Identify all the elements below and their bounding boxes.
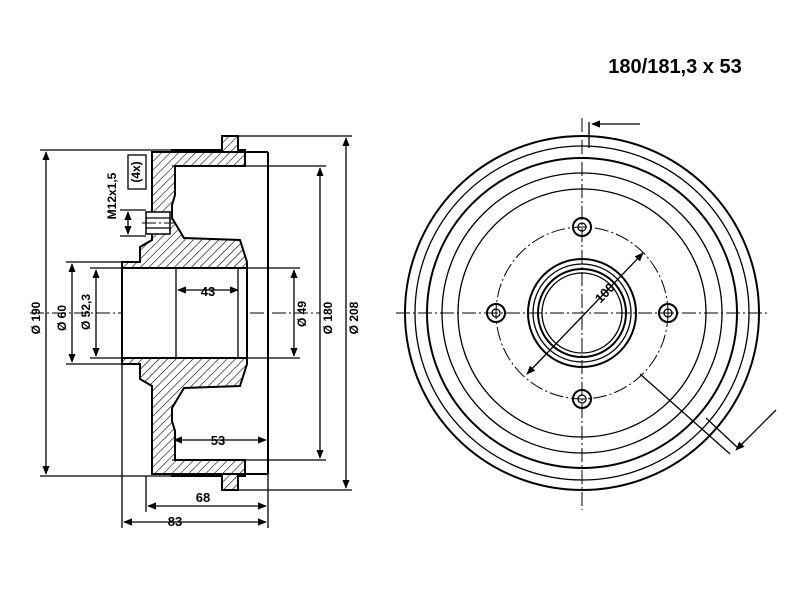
width-indicator-bottom	[639, 373, 777, 455]
dim-w43-label: 43	[201, 284, 215, 299]
dim-d49-label: Ø 49	[295, 301, 309, 327]
dim-w83-label: 83	[168, 514, 182, 529]
bolt-hole-bottom	[572, 389, 592, 409]
bolt-hole-top	[572, 217, 592, 237]
bolt-circle	[495, 226, 669, 400]
bolt-holes	[486, 217, 678, 409]
threaded-hole	[142, 211, 176, 235]
thread-count-label: (4x)	[129, 161, 143, 182]
lower-section-hatch	[121, 357, 248, 491]
dim-d180-label: Ø 180	[321, 301, 335, 334]
width-indicator-top	[588, 120, 640, 148]
thread-label: M12x1,5	[105, 172, 119, 219]
outer-rim-circle	[404, 135, 760, 491]
dim-d208-label: Ø 208	[347, 301, 361, 334]
dim-d52-3-label: Ø 52,3	[79, 294, 93, 330]
width-dimension-lines	[123, 286, 267, 526]
upper-section-hatch	[121, 135, 248, 269]
dim-w68-label: 68	[196, 490, 210, 505]
dim-w53-label: 53	[211, 433, 225, 448]
drum-size-title: 180/181,3 x 53	[608, 56, 742, 78]
bolt-circle-dim-line	[526, 252, 644, 375]
front-view: 100	[396, 118, 777, 510]
extension-lines	[40, 135, 352, 528]
bolt-hole-right	[658, 303, 678, 323]
hub-bore	[121, 267, 248, 359]
bolt-hole-left	[486, 303, 506, 323]
diameter-dimension-lines	[42, 137, 350, 489]
dim-d190-label: Ø 190	[29, 301, 43, 334]
dim-d60-label: Ø 60	[55, 305, 69, 331]
side-section-view: Ø 190 Ø 60 Ø 52,3 Ø 49 Ø 180 Ø 208 M12x1…	[29, 135, 361, 529]
